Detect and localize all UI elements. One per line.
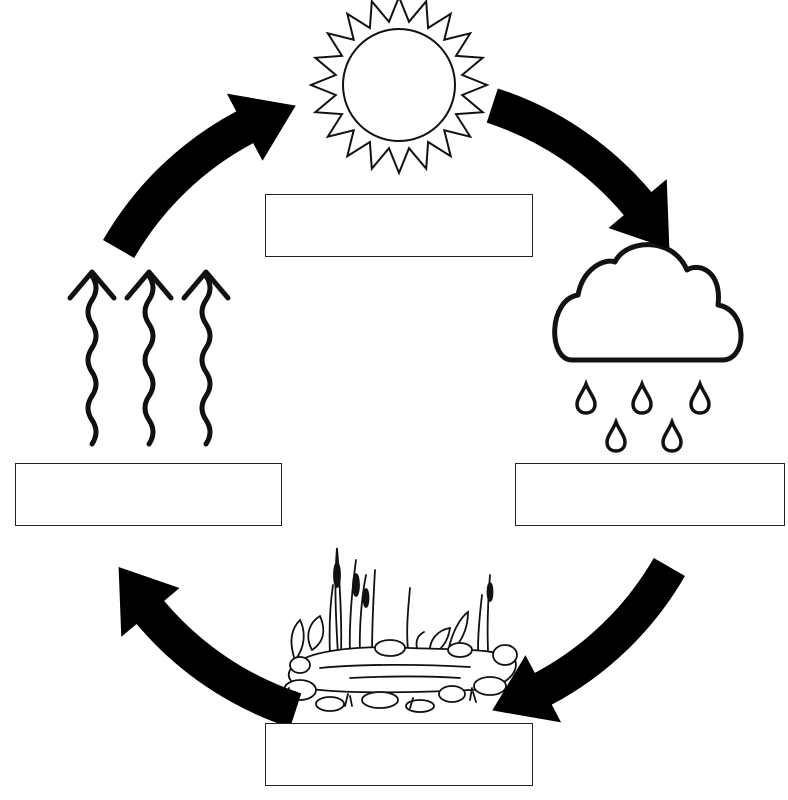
- wavy-arrow-head: [181, 269, 231, 301]
- wavy-arrow-shaft: [85, 273, 99, 447]
- raindrop: [605, 417, 627, 453]
- rain-cloud-icon: [552, 242, 744, 453]
- cloud-shape: [552, 242, 744, 363]
- raindrop: [631, 379, 653, 415]
- raindrop: [689, 379, 711, 415]
- label-box-precipitation[interactable]: [515, 463, 785, 526]
- cycle-arrow-bottom-left: [118, 567, 302, 728]
- raindrop: [575, 379, 597, 415]
- cycle-arrow-bottom-right: [492, 558, 685, 723]
- raindrop: [661, 417, 683, 453]
- wavy-arrow-head: [124, 269, 174, 301]
- pond-icon: [283, 547, 518, 713]
- cycle-arrow-top-right: [486, 88, 670, 249]
- wavy-arrow-head: [67, 269, 117, 301]
- wavy-arrow-shaft: [199, 273, 213, 447]
- label-box-sun[interactable]: [265, 194, 533, 257]
- evaporation-arrows-icon: [67, 269, 231, 447]
- sun-icon: [308, 0, 490, 176]
- cycle-arrow-top-left: [103, 93, 296, 258]
- wavy-arrow-shaft: [142, 273, 156, 447]
- raindrops: [575, 379, 711, 453]
- label-box-collection[interactable]: [265, 723, 533, 786]
- cycle-arrows: [103, 88, 685, 728]
- label-box-evaporation[interactable]: [15, 463, 282, 526]
